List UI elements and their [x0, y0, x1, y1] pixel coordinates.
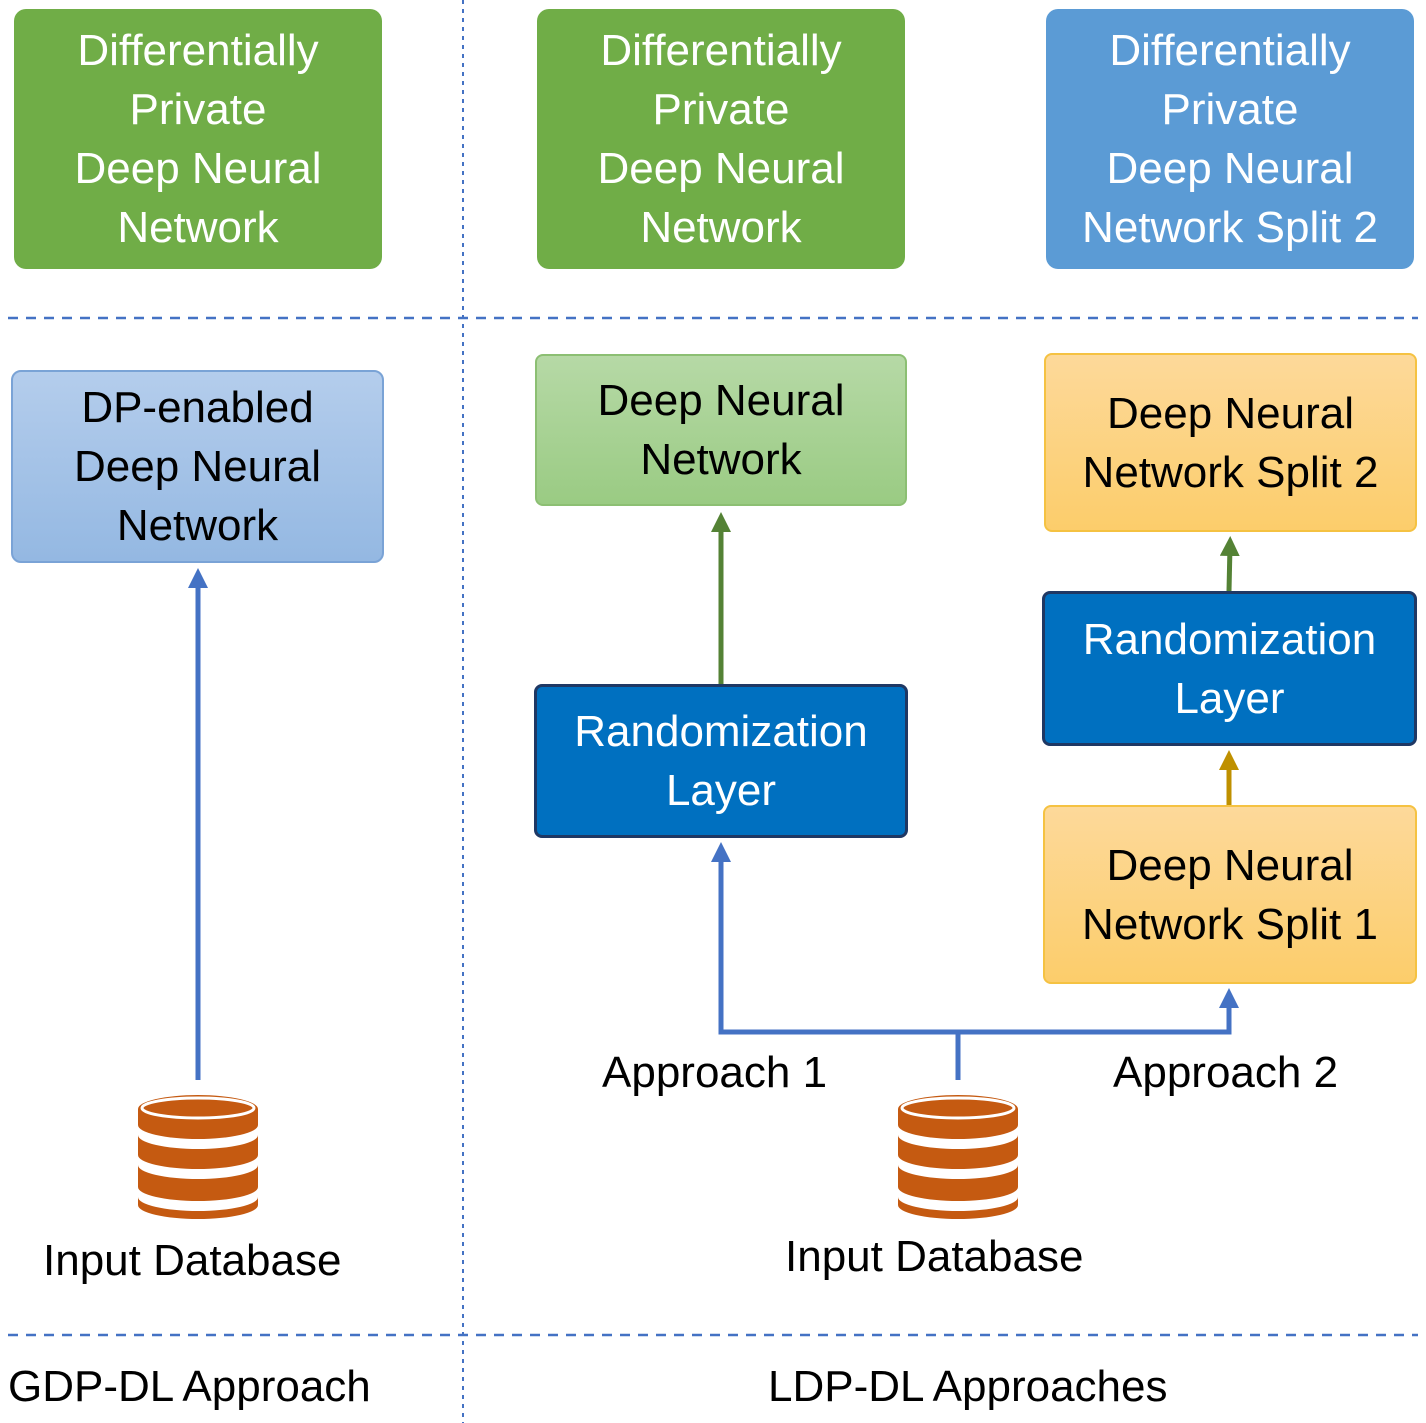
approach1-label: Approach 1 [602, 1048, 828, 1097]
gdp-output-box: Differentially Private Deep Neural Netwo… [14, 9, 382, 269]
approach2-randomization-line-1: Randomization [1082, 614, 1377, 664]
dp-enabled-dnn-line-3: Network [116, 501, 279, 550]
ldp2-output-line-1: Differentially [1109, 26, 1351, 75]
approach2-output-arrow [1219, 536, 1240, 592]
approach1-dnn-box: Deep Neural Network [535, 354, 907, 506]
approach2-split2-box: Deep Neural Network Split 2 [1044, 353, 1417, 532]
ldp-database-label: Input Database [785, 1232, 1084, 1281]
database-icon [898, 1095, 1018, 1219]
approach2-label: Approach 2 [1113, 1048, 1339, 1097]
gdp-section-label: GDP-DL Approach [8, 1362, 371, 1411]
approach2-split1-box: Deep Neural Network Split 1 [1043, 805, 1417, 984]
ldp2-output-line-2: Private [1161, 85, 1299, 134]
ldp2-output-line-3: Deep Neural [1106, 144, 1354, 193]
gdp-output-line-4: Network [117, 203, 279, 252]
ldp1-output-line-2: Private [652, 85, 790, 134]
approach1-randomization-line-1: Randomization [574, 707, 868, 756]
ldp2-output-line-4: Network Split 2 [1082, 203, 1378, 252]
approach1-dnn-line-2: Network [640, 435, 802, 484]
approach1-input-arrow [711, 842, 961, 1080]
approach2-split1-line-1: Deep Neural [1106, 840, 1354, 890]
approach2-input-arrow [958, 988, 1239, 1035]
gdp-output-line-3: Deep Neural [74, 144, 322, 193]
approach2-split1-line-2: Network Split 1 [1082, 899, 1378, 949]
approach2-split2-line-2: Network Split 2 [1082, 447, 1379, 497]
gdp-database-label: Input Database [43, 1236, 342, 1285]
approach2-split2-line-1: Deep Neural [1106, 388, 1355, 438]
ldp-section-label: LDP-DL Approaches [768, 1362, 1168, 1411]
ldp1-output-line-3: Deep Neural [597, 144, 845, 193]
ldp2-output-box: Differentially Private Deep Neural Netwo… [1046, 9, 1414, 269]
ldp1-output-box: Differentially Private Deep Neural Netwo… [537, 9, 905, 269]
dp-enabled-dnn-line-1: DP-enabled [81, 383, 314, 432]
dp-enabled-dnn-line-2: Deep Neural [73, 442, 322, 491]
database-icon [138, 1095, 258, 1219]
approach2-randomization-line-2: Layer [1174, 673, 1285, 723]
approach1-dnn-line-1: Deep Neural [597, 376, 845, 425]
gdp-output-line-2: Private [129, 85, 267, 134]
approach1-randomization-box: Randomization Layer [534, 684, 908, 838]
ldp1-output-line-1: Differentially [600, 26, 842, 75]
approach1-randomization-line-2: Layer [665, 766, 777, 815]
ldp1-output-line-4: Network [640, 203, 802, 252]
approach2-randomization-box: Randomization Layer [1042, 591, 1417, 746]
gdp-output-line-1: Differentially [77, 26, 319, 75]
dp-enabled-dnn-box: DP-enabled Deep Neural Network [11, 370, 384, 563]
